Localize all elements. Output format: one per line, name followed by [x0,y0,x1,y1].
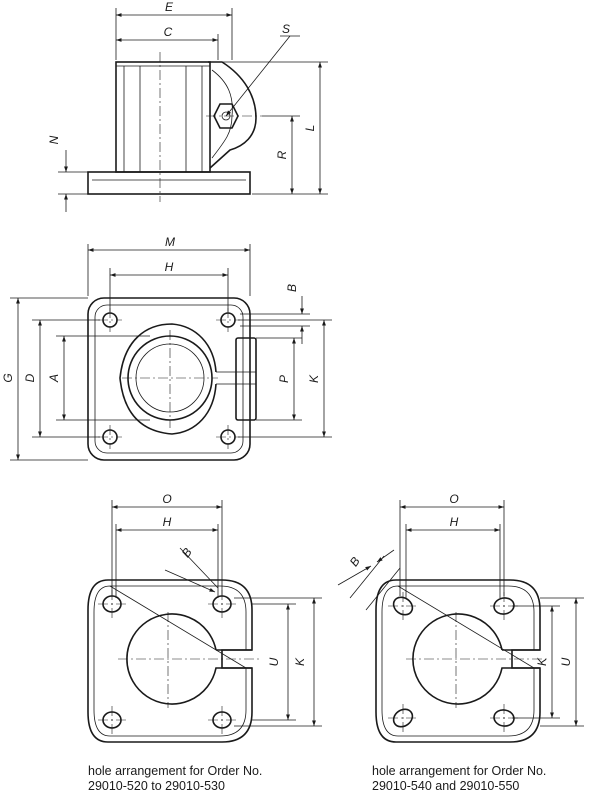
caption-left-line1: hole arrangement for Order No. [88,764,263,778]
top-view: M H G D A P K B [1,235,332,461]
dim-label-U-left: U [267,657,281,666]
hole-arrangement-left: O H B U K [87,492,322,743]
dim-label-G: G [1,373,15,382]
dim-label-N: N [47,135,61,144]
dim-label-L: L [303,125,317,132]
dim-label-A: A [47,374,61,383]
dim-label-H-right: H [450,515,459,529]
dim-label-K-right: K [535,657,549,666]
dim-label-H: H [165,260,174,274]
dim-label-U-right: U [559,657,573,666]
dim-label-B-right: B [347,554,363,569]
dim-label-C: C [164,25,173,39]
dim-label-E: E [165,0,174,14]
dim-label-P: P [277,375,291,383]
dim-label-M: M [165,235,175,249]
dim-label-K-left: K [293,657,307,666]
caption-left-line2: 29010-520 to 29010-530 [88,779,225,793]
caption-right-line1: hole arrangement for Order No. [372,764,547,778]
dim-label-H-left: H [163,515,172,529]
caption-left: hole arrangement for Order No. 29010-520… [88,764,262,794]
dim-label-D: D [23,373,37,382]
caption-right-line2: 29010-540 and 29010-550 [372,779,520,793]
dim-label-K: K [307,374,321,383]
dim-label-O-right: O [449,492,458,506]
dim-label-B: B [285,284,299,292]
side-view: E C S L R N [47,0,328,212]
hole-arrangement-right: O H B K U [337,492,584,743]
caption-right: hole arrangement for Order No. 29010-540… [372,764,546,794]
dim-label-O-left: O [162,492,171,506]
dim-label-R: R [275,150,289,159]
dim-label-B-left: B [179,545,195,560]
dim-label-S: S [282,22,290,36]
